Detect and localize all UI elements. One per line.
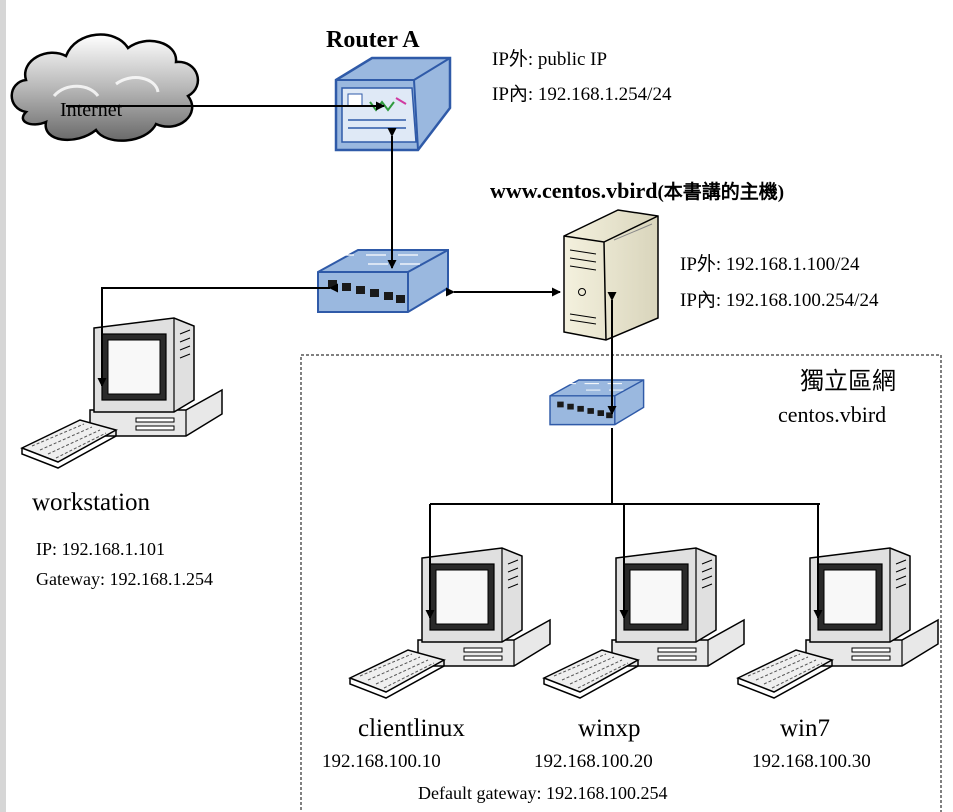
cloud-icon xyxy=(10,33,200,142)
desktop-computer-icon xyxy=(21,317,223,469)
lan-name: 獨立區網 xyxy=(800,369,896,395)
lan-domain: centos.vbird xyxy=(778,402,887,427)
workstation-gateway: Gateway: 192.168.1.254 xyxy=(36,569,213,589)
client-name: clientlinux xyxy=(358,715,465,742)
connections xyxy=(66,101,823,619)
lan-default-gateway: Default gateway: 192.168.100.254 xyxy=(418,783,668,803)
desktop-computer-icon xyxy=(349,547,551,699)
network-switch-icon xyxy=(549,379,645,426)
desktop-computer-icon xyxy=(737,547,939,699)
link-switch-workstation xyxy=(97,283,338,387)
client-name: win7 xyxy=(780,715,830,742)
server-tower-icon xyxy=(563,209,659,341)
client-ip: 192.168.100.10 xyxy=(322,751,441,772)
router-icon xyxy=(334,56,452,152)
client-ip: 192.168.100.20 xyxy=(534,751,653,772)
desktop-computer-icon xyxy=(543,547,745,699)
server-title-note: (本書講的主機) xyxy=(657,182,785,203)
client-name: winxp xyxy=(578,715,641,742)
router-ip-out: IP外: public IP xyxy=(492,49,608,70)
server-ip-in: IP內: 192.168.100.254/24 xyxy=(680,290,879,311)
diagram-graphics xyxy=(10,33,942,812)
server-hostname: www.centos.vbird xyxy=(490,178,658,203)
network-diagram: Internet Router A IP外: public IP IP內: 19… xyxy=(6,0,953,812)
server-title: www.centos.vbird(本書講的主機) xyxy=(490,178,785,203)
client-ip: 192.168.100.30 xyxy=(752,751,871,772)
server-ip-out: IP外: 192.168.1.100/24 xyxy=(680,254,860,275)
internet-label: Internet xyxy=(60,99,123,121)
network-switch-icon xyxy=(317,249,449,313)
router-ip-in: IP內: 192.168.1.254/24 xyxy=(492,84,672,105)
workstation-ip: IP: 192.168.1.101 xyxy=(36,539,166,559)
lan-boundary xyxy=(300,354,942,812)
workstation-name: workstation xyxy=(32,489,151,516)
router-title: Router A xyxy=(326,27,420,53)
